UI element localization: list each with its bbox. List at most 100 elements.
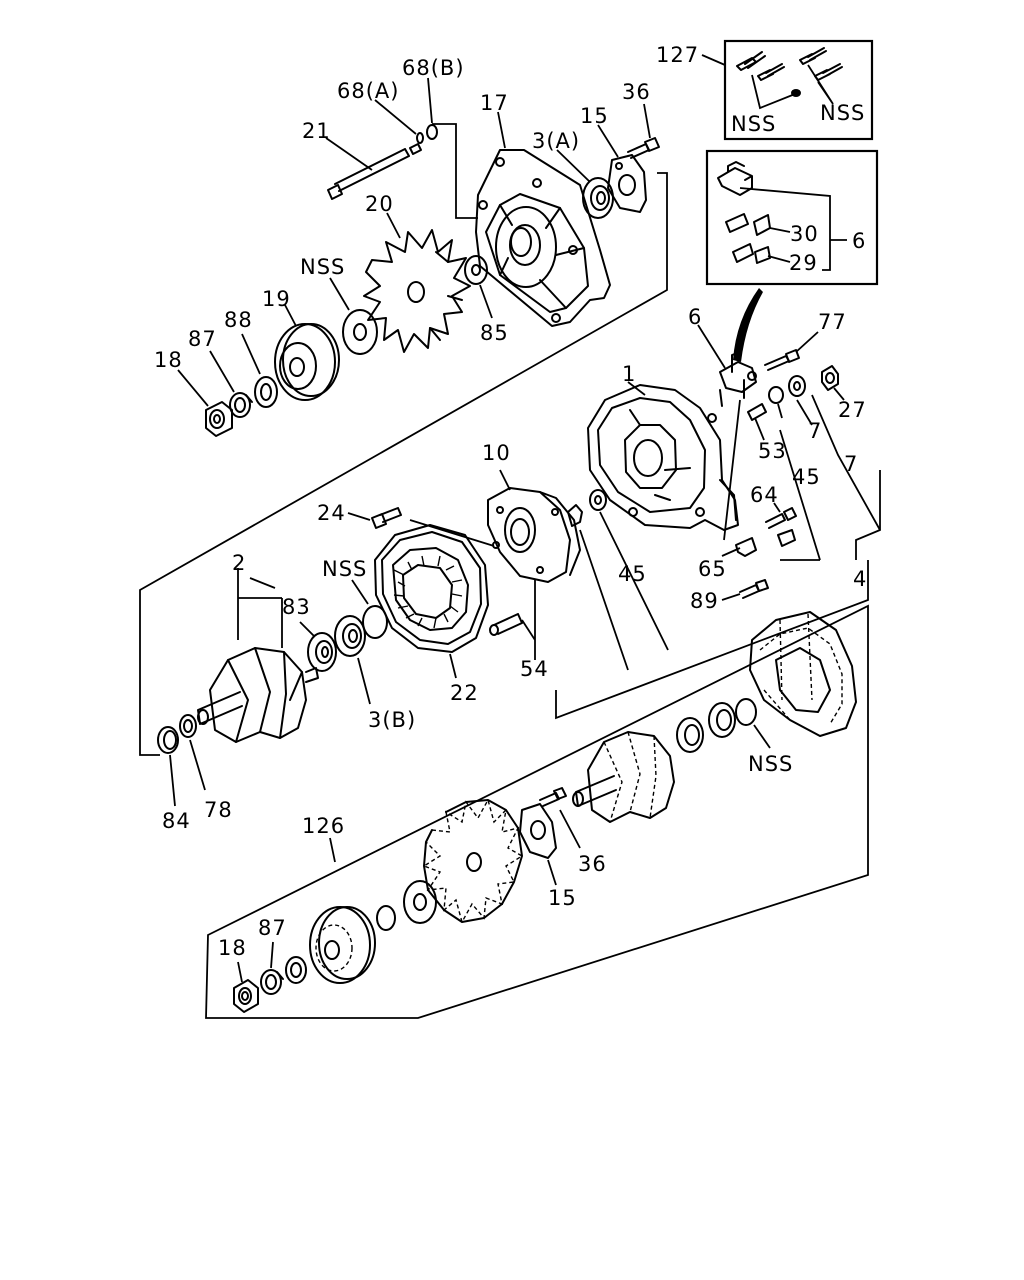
leader-45-mid xyxy=(579,511,669,671)
label-83: 83 xyxy=(282,595,311,619)
frame-126 xyxy=(749,611,857,737)
drive-end-frame-17 xyxy=(475,149,611,327)
label-53: 53 xyxy=(758,439,787,463)
leader-85 xyxy=(479,284,493,319)
leader-65 xyxy=(721,547,741,557)
washer-68b xyxy=(426,124,438,140)
label-6-kit: 6 xyxy=(852,229,866,253)
leader-88 xyxy=(241,333,261,375)
collar-84 xyxy=(157,726,179,754)
bearings-lower xyxy=(676,702,736,753)
label-4: 4 xyxy=(853,567,867,591)
leader-15-top xyxy=(597,124,619,158)
label-29: 29 xyxy=(789,251,818,275)
o-ring-nss-mid xyxy=(362,605,388,639)
leader-3a xyxy=(556,149,591,183)
label-126: 126 xyxy=(302,814,345,838)
leader-nss-low xyxy=(753,724,771,749)
lock-washer-87-top xyxy=(229,392,253,418)
brush-holder-6 xyxy=(719,351,757,407)
bearing-3b xyxy=(334,615,366,657)
label-85: 85 xyxy=(480,321,509,345)
brush-kit-box-6 xyxy=(705,149,879,286)
retainer-plate-15-top xyxy=(607,154,647,213)
spacer-lower xyxy=(403,880,437,924)
leader-nss-fan xyxy=(329,277,350,311)
washer-68a xyxy=(416,132,424,144)
stator-22 xyxy=(374,524,489,653)
label-30: 30 xyxy=(790,222,819,246)
nut-18-low xyxy=(233,979,259,1013)
pulley-lower xyxy=(309,906,376,984)
label-3a: 3(A) xyxy=(532,129,580,153)
leader-10 xyxy=(499,469,511,491)
label-19: 19 xyxy=(262,287,291,311)
spacer-nss-fan xyxy=(342,309,378,355)
leader-18-top xyxy=(177,369,209,407)
label-nss-fan: NSS xyxy=(300,255,345,279)
leader-terminal xyxy=(754,387,881,531)
label-36-low: 36 xyxy=(578,852,607,876)
collar-88 xyxy=(254,376,278,408)
bracket-outline-upper xyxy=(139,123,668,756)
bracket-54-lower xyxy=(555,560,869,720)
lock-washer-87-low xyxy=(260,969,284,995)
label-68b: 68(B) xyxy=(402,56,465,80)
label-nss-mid: NSS xyxy=(322,557,367,581)
terminal-hardware xyxy=(747,365,839,421)
screw-24 xyxy=(371,507,402,529)
leader-24-link xyxy=(409,519,495,547)
label-nss-127b: NSS xyxy=(820,101,865,125)
callout-arrow xyxy=(733,288,763,362)
label-20: 20 xyxy=(365,192,394,216)
screw-77 xyxy=(764,349,800,371)
leader-20 xyxy=(386,212,401,239)
leader-36-top xyxy=(643,103,651,139)
kit-outline-126 xyxy=(205,604,869,1019)
leader-127 xyxy=(701,54,726,66)
leader-89 xyxy=(721,593,741,601)
leader-19 xyxy=(284,304,297,327)
label-84: 84 xyxy=(162,809,191,833)
label-65: 65 xyxy=(698,557,727,581)
leader-78 xyxy=(189,739,206,791)
rotor-lower xyxy=(572,731,675,823)
leader-87-low xyxy=(270,941,274,969)
label-87-top: 87 xyxy=(188,327,217,351)
bolt-kit-box-127 xyxy=(723,39,874,141)
bracket-4 xyxy=(723,399,881,561)
leader-64 xyxy=(773,502,781,513)
collar-lower xyxy=(376,905,396,931)
label-1: 1 xyxy=(622,362,636,386)
rectifier-10 xyxy=(487,487,581,583)
bracket-64-65 xyxy=(735,507,797,557)
label-24: 24 xyxy=(317,501,346,525)
label-7a: 7 xyxy=(808,419,822,443)
leader-77 xyxy=(795,331,819,353)
label-77: 77 xyxy=(818,310,847,334)
label-127: 127 xyxy=(656,43,699,67)
label-15-top: 15 xyxy=(580,104,609,128)
leader-6 xyxy=(697,324,726,369)
through-bolt-21 xyxy=(327,143,422,200)
leader-1 xyxy=(627,381,646,396)
leader-83 xyxy=(299,621,315,637)
label-3b: 3(B) xyxy=(368,708,416,732)
label-64: 64 xyxy=(750,483,779,507)
leader-18-low xyxy=(237,961,243,983)
label-89: 89 xyxy=(690,589,719,613)
collar-lower-2 xyxy=(285,956,307,984)
label-6: 6 xyxy=(688,305,702,329)
leader-126 xyxy=(329,837,336,863)
label-15-low: 15 xyxy=(548,886,577,910)
spacer-85 xyxy=(464,255,488,285)
leader-17 xyxy=(497,111,506,149)
label-21: 21 xyxy=(302,119,331,143)
label-10: 10 xyxy=(482,441,511,465)
leader-nss-mid xyxy=(351,579,369,605)
slip-ring-end-frame-1 xyxy=(587,384,739,531)
leader-15-low xyxy=(547,859,557,886)
label-36-top: 36 xyxy=(622,80,651,104)
leader-22 xyxy=(449,653,457,679)
